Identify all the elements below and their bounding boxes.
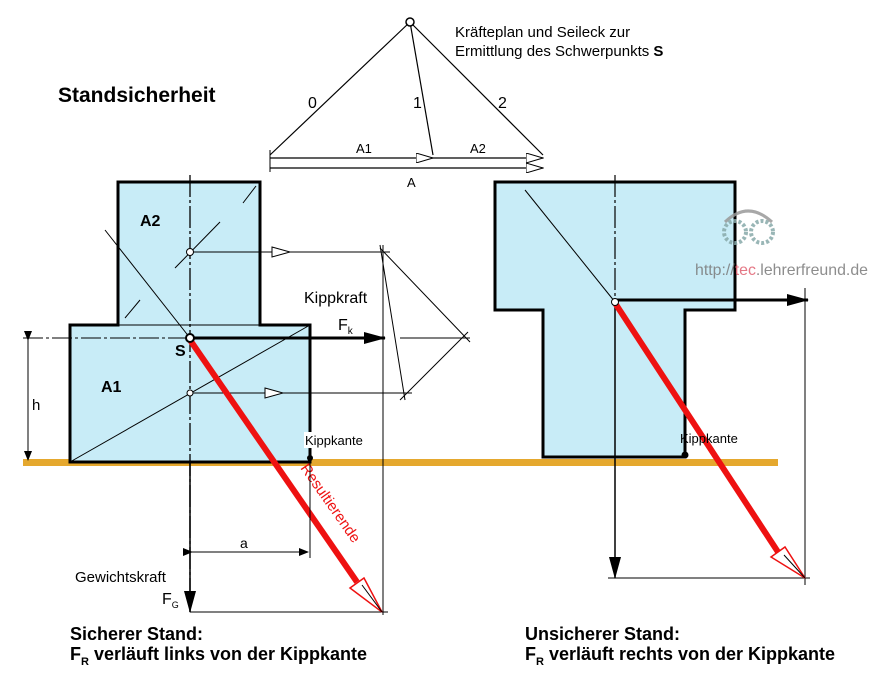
tipping-edge-label: Kippkante [305, 433, 363, 448]
pole-point [405, 17, 415, 27]
ray-label-1: 1 [413, 95, 422, 112]
ray-label-2: 2 [498, 95, 507, 112]
right-centroid [611, 298, 619, 306]
ray-0 [269, 21, 411, 156]
seil-line [104, 229, 191, 339]
resultant-arrow [187, 338, 360, 584]
left-caption-1: Sicherer Stand: [70, 624, 203, 644]
weight-symbol: FG [162, 591, 179, 610]
gear-icon [749, 219, 775, 245]
weight-label: Gewichtskraft [75, 569, 167, 586]
resultant-label: Resultierende [297, 461, 364, 547]
vector-label-a1: A1 [356, 141, 372, 156]
watermark-url: http://tec.lehrerfreund.de [695, 262, 868, 279]
ray-label-0: 0 [308, 95, 317, 112]
force-plan-caption-1: Kräfteplan und Seileck zur [455, 24, 630, 41]
left-body: A2 A1 h Kippkraft Fk Resultierende S Kip… [23, 175, 471, 668]
ground [23, 459, 778, 466]
force-plan-caption-2: Ermittlung des Schwerpunkts S [455, 43, 663, 60]
centroid-a2 [186, 248, 194, 256]
right-body: Kippkante Unsicherer Stand: FR verläuft … [493, 175, 835, 668]
area-label-a2: A2 [140, 213, 161, 230]
force-plan: 0 1 2 A1 A2 A Kräfteplan und Seileck zur… [269, 17, 663, 190]
right-caption-2: FR verläuft rechts von der Kippkante [525, 644, 835, 668]
right-tipping-edge-label: Kippkante [680, 431, 738, 446]
tipping-force-symbol: Fk [338, 317, 354, 337]
tipping-edge-point [307, 455, 313, 461]
height-label: h [32, 397, 40, 414]
centroid-s [185, 333, 195, 343]
right-caption-1: Unsicherer Stand: [525, 624, 680, 644]
vector-label-a: A [407, 175, 416, 190]
lever-label: a [240, 535, 248, 551]
resultant-arrowhead [348, 576, 383, 613]
title: Standsicherheit [58, 84, 216, 107]
left-caption-2: FR verläuft links von der Kippkante [70, 644, 367, 668]
tipping-force-label: Kippkraft [304, 290, 368, 307]
gear-icon [722, 219, 748, 245]
right-resultant-arrow [612, 301, 781, 554]
centroid-label: S [175, 343, 186, 360]
ray-2 [409, 21, 544, 156]
right-tipping-edge-point [681, 451, 689, 459]
centroid-a1 [186, 389, 194, 397]
area-label-a1: A1 [101, 379, 122, 396]
ray-1 [409, 21, 434, 156]
watermark: http://tec.lehrerfreund.de [695, 209, 868, 279]
vector-label-a2: A2 [470, 141, 486, 156]
